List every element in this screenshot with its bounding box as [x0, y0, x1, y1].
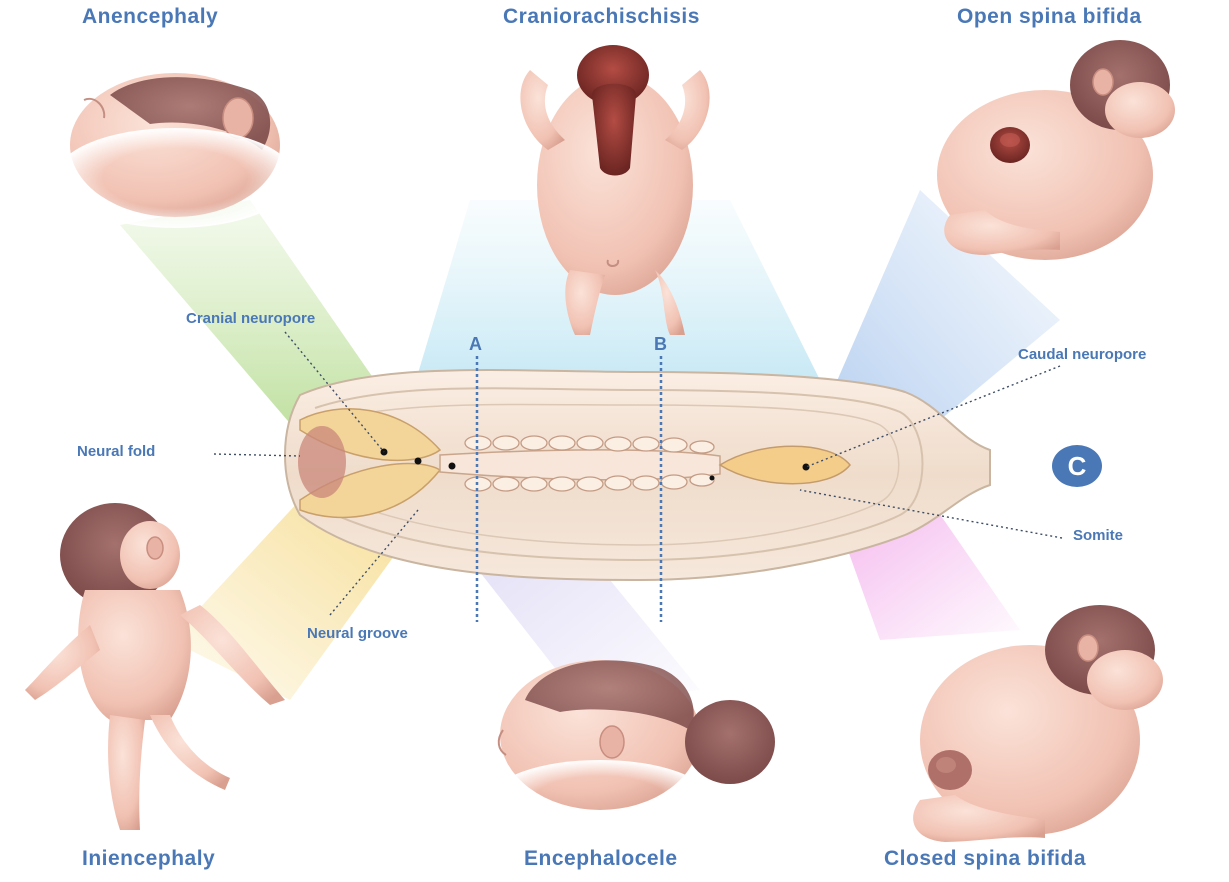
title-open-spina-bifida: Open spina bifida: [957, 5, 1142, 29]
title-iniencephaly: Iniencephaly: [82, 847, 215, 871]
section-label-b: B: [654, 334, 667, 355]
label-cranial-neuropore: Cranial neuropore: [186, 310, 315, 327]
closed-spina-bifida-illustration: [913, 605, 1163, 842]
section-label-a: A: [469, 334, 482, 355]
open-spina-bifida-illustration: [937, 40, 1175, 260]
anencephaly-illustration: [55, 73, 295, 228]
title-closed-spina-bifida: Closed spina bifida: [884, 847, 1086, 871]
section-label-c-badge: C: [1052, 445, 1102, 487]
title-anencephaly: Anencephaly: [82, 5, 218, 29]
label-neural-fold: Neural fold: [77, 443, 155, 460]
encephalocele-illustration: [490, 660, 775, 840]
label-somite: Somite: [1073, 527, 1123, 544]
title-encephalocele: Encephalocele: [524, 847, 678, 871]
iniencephaly-illustration: [25, 503, 285, 830]
label-neural-groove: Neural groove: [307, 625, 408, 642]
title-craniorachischisis: Craniorachischisis: [503, 5, 700, 29]
label-caudal-neuropore: Caudal neuropore: [1018, 346, 1146, 363]
cranial-opening: [298, 426, 346, 498]
